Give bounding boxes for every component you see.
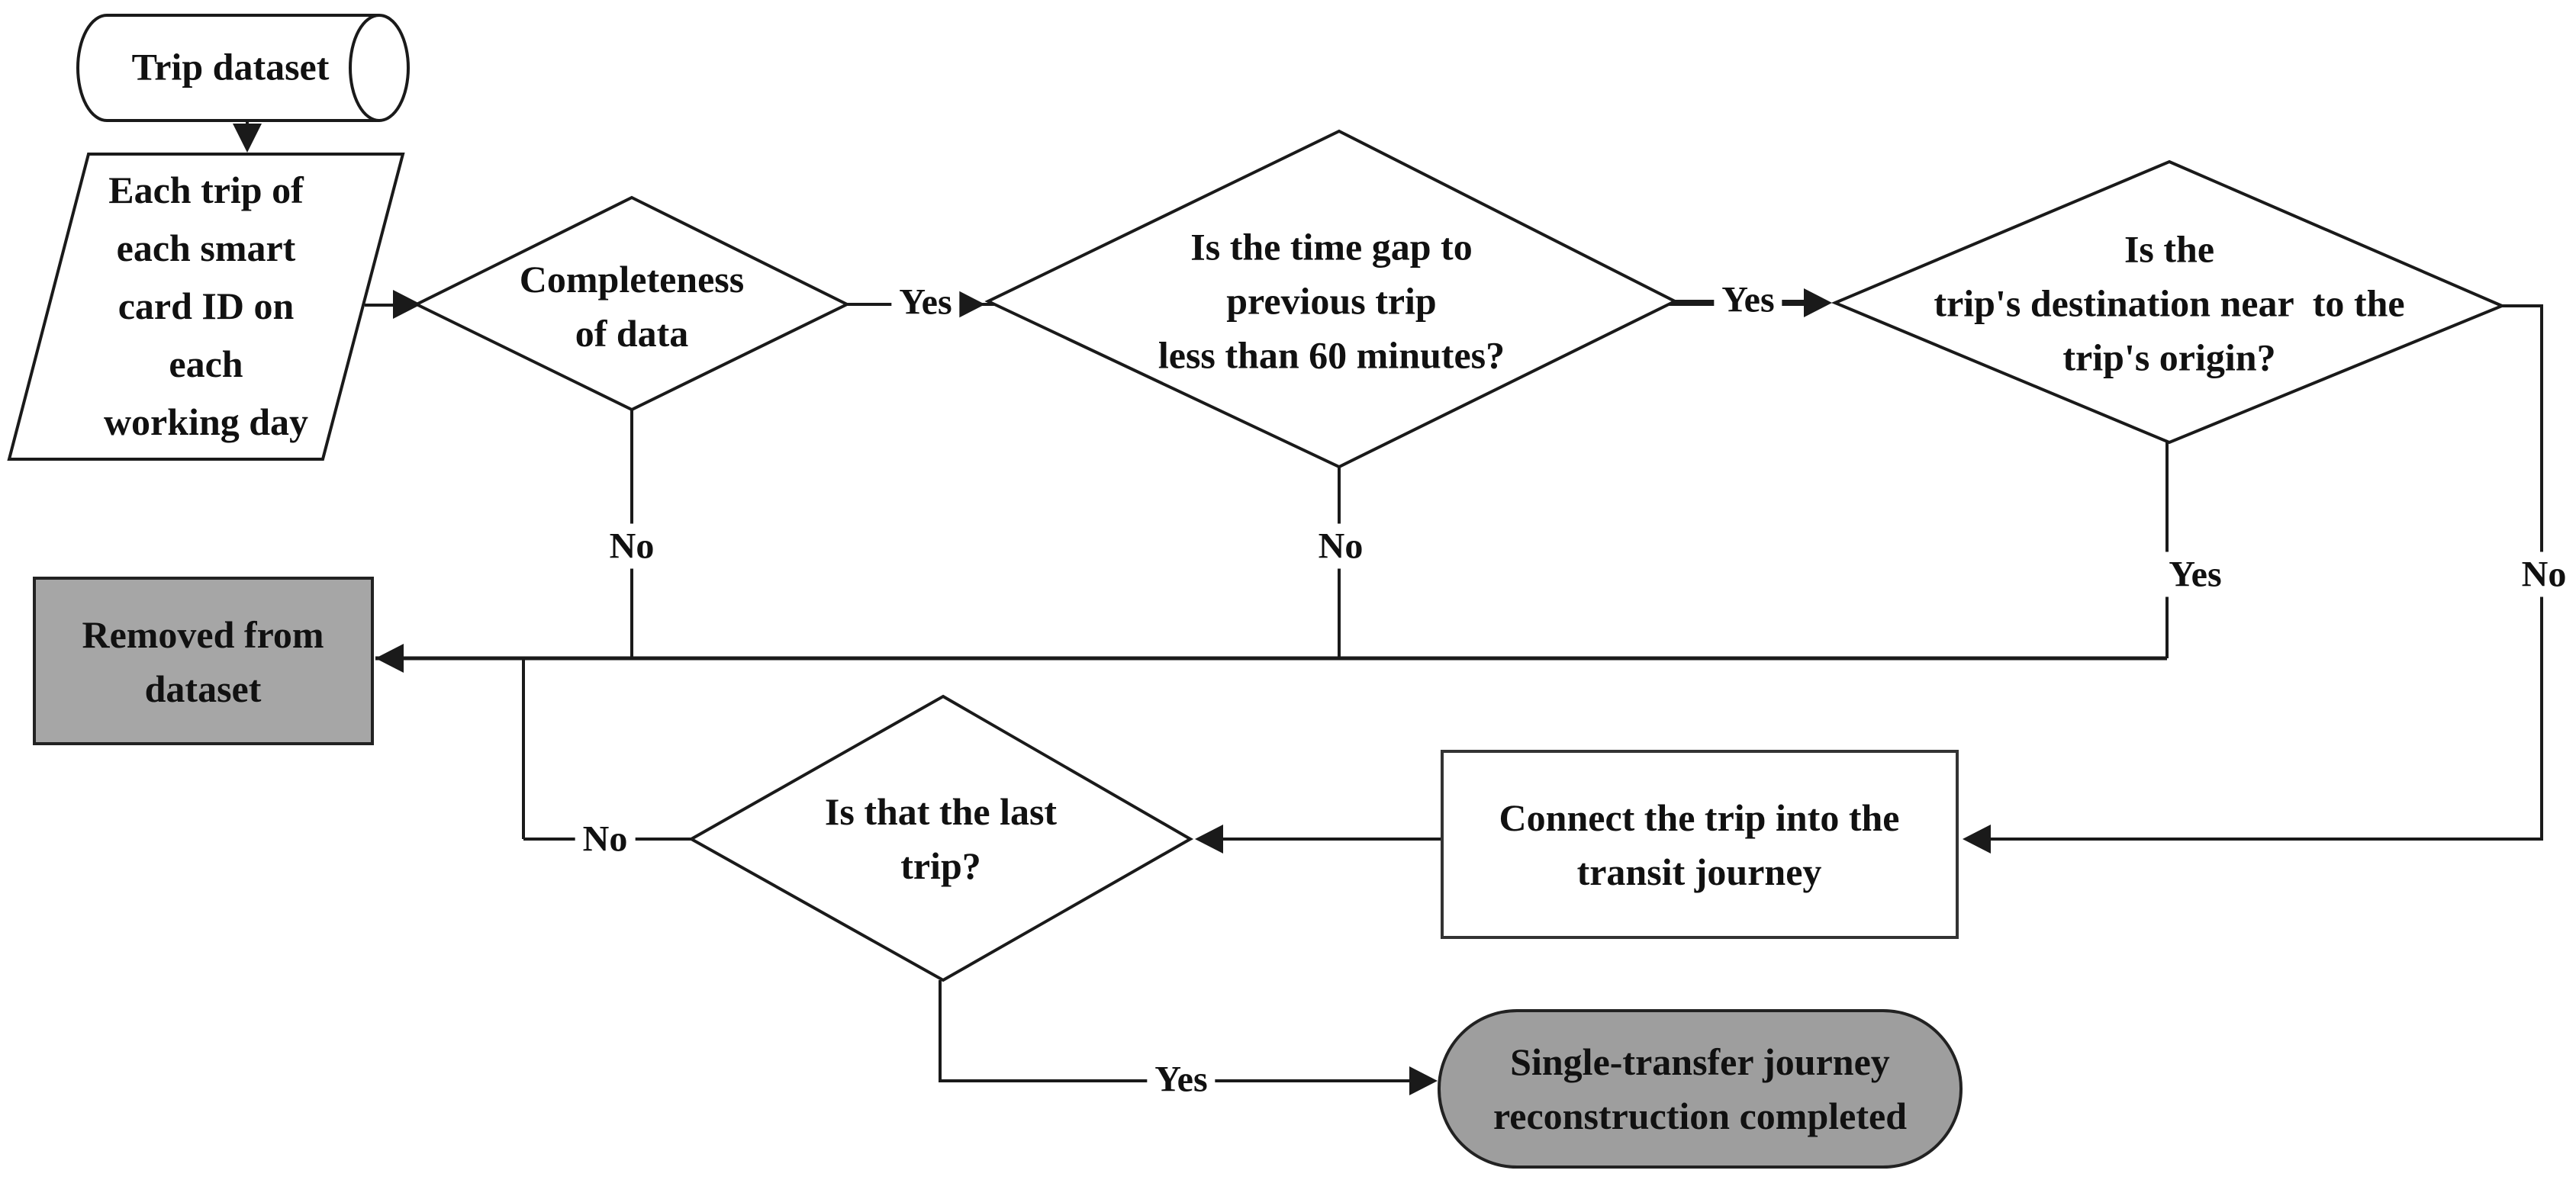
arrowhead-into-completed (1409, 1066, 1438, 1095)
destination-yes-label: Yes (2161, 551, 2230, 597)
lasttrip-label: Is that the last trip? (824, 790, 1058, 887)
completeness-label: Completeness of data (519, 258, 745, 355)
timegap-label: Is the time gap to previous trip less th… (1158, 225, 1505, 377)
arrowhead-into-timegap (957, 290, 985, 319)
completeness-yes-label: Yes (891, 279, 960, 325)
removed-label: Removed from dataset (82, 613, 324, 710)
each-trip-label: Each trip of each smart card ID on each … (103, 169, 309, 443)
connect-label: Connect the trip into the transit journe… (1499, 796, 1900, 893)
timegap-no-label: No (1310, 523, 1371, 569)
destination-label: Is the trip's destination near to the tr… (1934, 227, 2405, 379)
arrowhead-into-completeness (393, 290, 421, 319)
destination-no-label: No (2513, 551, 2574, 597)
timegap-diamond-shape (984, 129, 1679, 469)
completeness-no-label: No (601, 523, 662, 569)
completed-label: Single-transfer journey reconstruction c… (1492, 1040, 1908, 1137)
completeness-diamond-shape (413, 195, 851, 412)
connect-box-shape (1441, 750, 1959, 939)
arrowhead-down-into-input (233, 124, 262, 153)
edge-lasttrip-yes-line (939, 980, 1413, 1082)
lasttrip-no-label: No (575, 816, 636, 862)
destination-diamond-shape (1831, 159, 2507, 445)
completed-stadium-shape (1438, 1009, 1963, 1169)
lasttrip-diamond-shape (687, 694, 1194, 982)
trip-dataset-cylinder-cap (349, 14, 380, 122)
timegap-yes-label: Yes (1714, 277, 1782, 323)
arrowhead-into-removed (375, 644, 404, 673)
removed-box-shape (33, 577, 374, 745)
trip-dataset-label: Trip dataset (131, 45, 330, 88)
arrowhead-into-destination (1804, 288, 1832, 317)
node-shapes (7, 14, 2507, 1169)
arrowhead-into-connect (1963, 825, 1991, 854)
lasttrip-yes-label: Yes (1147, 1056, 1216, 1102)
each-trip-parallelogram-shape (7, 153, 405, 461)
arrowheads (233, 124, 1991, 1095)
arrowhead-into-lasttrip (1195, 825, 1223, 854)
